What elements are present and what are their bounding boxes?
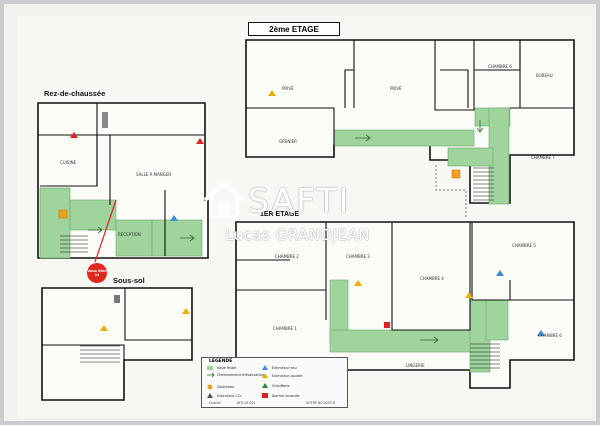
legend-title: LEGENDE (209, 359, 233, 364)
room-laundry: LINGERIE (406, 363, 425, 368)
room-bedroom-5: CHAMBRE 5 (512, 243, 536, 248)
room-bedroom-2: CHAMBRE 2 (275, 254, 299, 259)
you-are-here-badge: Vous êtes ici (87, 263, 107, 283)
fire-alarm-icon (262, 393, 268, 398)
legend-item-alarm: Alarme incendie (272, 394, 300, 398)
legend-item-co2: Extincteur CO₂ (217, 394, 242, 398)
legend-footer-ref: VOTRE NO.0033 R (306, 401, 335, 405)
legend-footer-code: 8FG 05 001 (237, 401, 256, 405)
legend-item-boiler: Chaufferie (272, 384, 290, 388)
house-logo-icon (203, 181, 245, 218)
watermark-agent: Lucas GRANDJEAN (225, 226, 370, 244)
sanitary-icon (207, 384, 213, 390)
legend-footer-brand: Evactiv (209, 401, 221, 405)
legend-item-powder: Extincteur poudre (272, 374, 303, 378)
co2-extinguisher-icon (207, 393, 213, 398)
room-office: BUREAU (536, 73, 553, 78)
room-bedroom-4: CHAMBRE 4 (420, 276, 444, 281)
room-kitchen: CUISINE (60, 160, 77, 165)
room-attic: GRENIER (279, 139, 297, 144)
legend-box: LEGENDE Issue finale Cheminement d'évacu… (201, 357, 348, 408)
ground-floor-title: Rez-de-chaussée (44, 89, 106, 98)
room-bedroom-6-second: CHAMBRE 6 (488, 64, 512, 69)
legend-symbols (207, 365, 268, 398)
water-extinguisher-icon (262, 365, 268, 370)
evacuation-arrow-icon (207, 372, 215, 378)
basement-title: Sous-sol (113, 276, 145, 285)
room-bedroom-3: CHAMBRE 3 (346, 254, 370, 259)
legend-item-water: Extincteur eau (272, 366, 297, 370)
legend-item-exit: Issue finale (217, 366, 237, 370)
room-reception: RÉCEPTION (118, 232, 141, 237)
room-bedroom-6-first: CHAMBRE 6 (538, 333, 562, 338)
room-private-2: PRIVÉ (390, 86, 402, 91)
watermark-brand: SAFTI (248, 181, 351, 220)
room-private-1: PRIVÉ (282, 86, 294, 91)
final-exit-icon (207, 366, 213, 370)
room-bedroom-7: CHAMBRE 7 (531, 155, 555, 160)
room-bedroom-1: CHAMBRE 1 (273, 326, 297, 331)
powder-extinguisher-icon (262, 373, 268, 378)
legend-item-path: Cheminement d'évacuation (217, 373, 264, 377)
boiler-icon (262, 383, 268, 388)
legend-item-sanitary: Sanitaires (217, 385, 234, 389)
second-floor-title: 2ème ETAGE (248, 22, 340, 36)
first-floor-title: 1ER ETAGE (260, 211, 300, 218)
room-dining: SALLE À MANGER (136, 172, 172, 177)
